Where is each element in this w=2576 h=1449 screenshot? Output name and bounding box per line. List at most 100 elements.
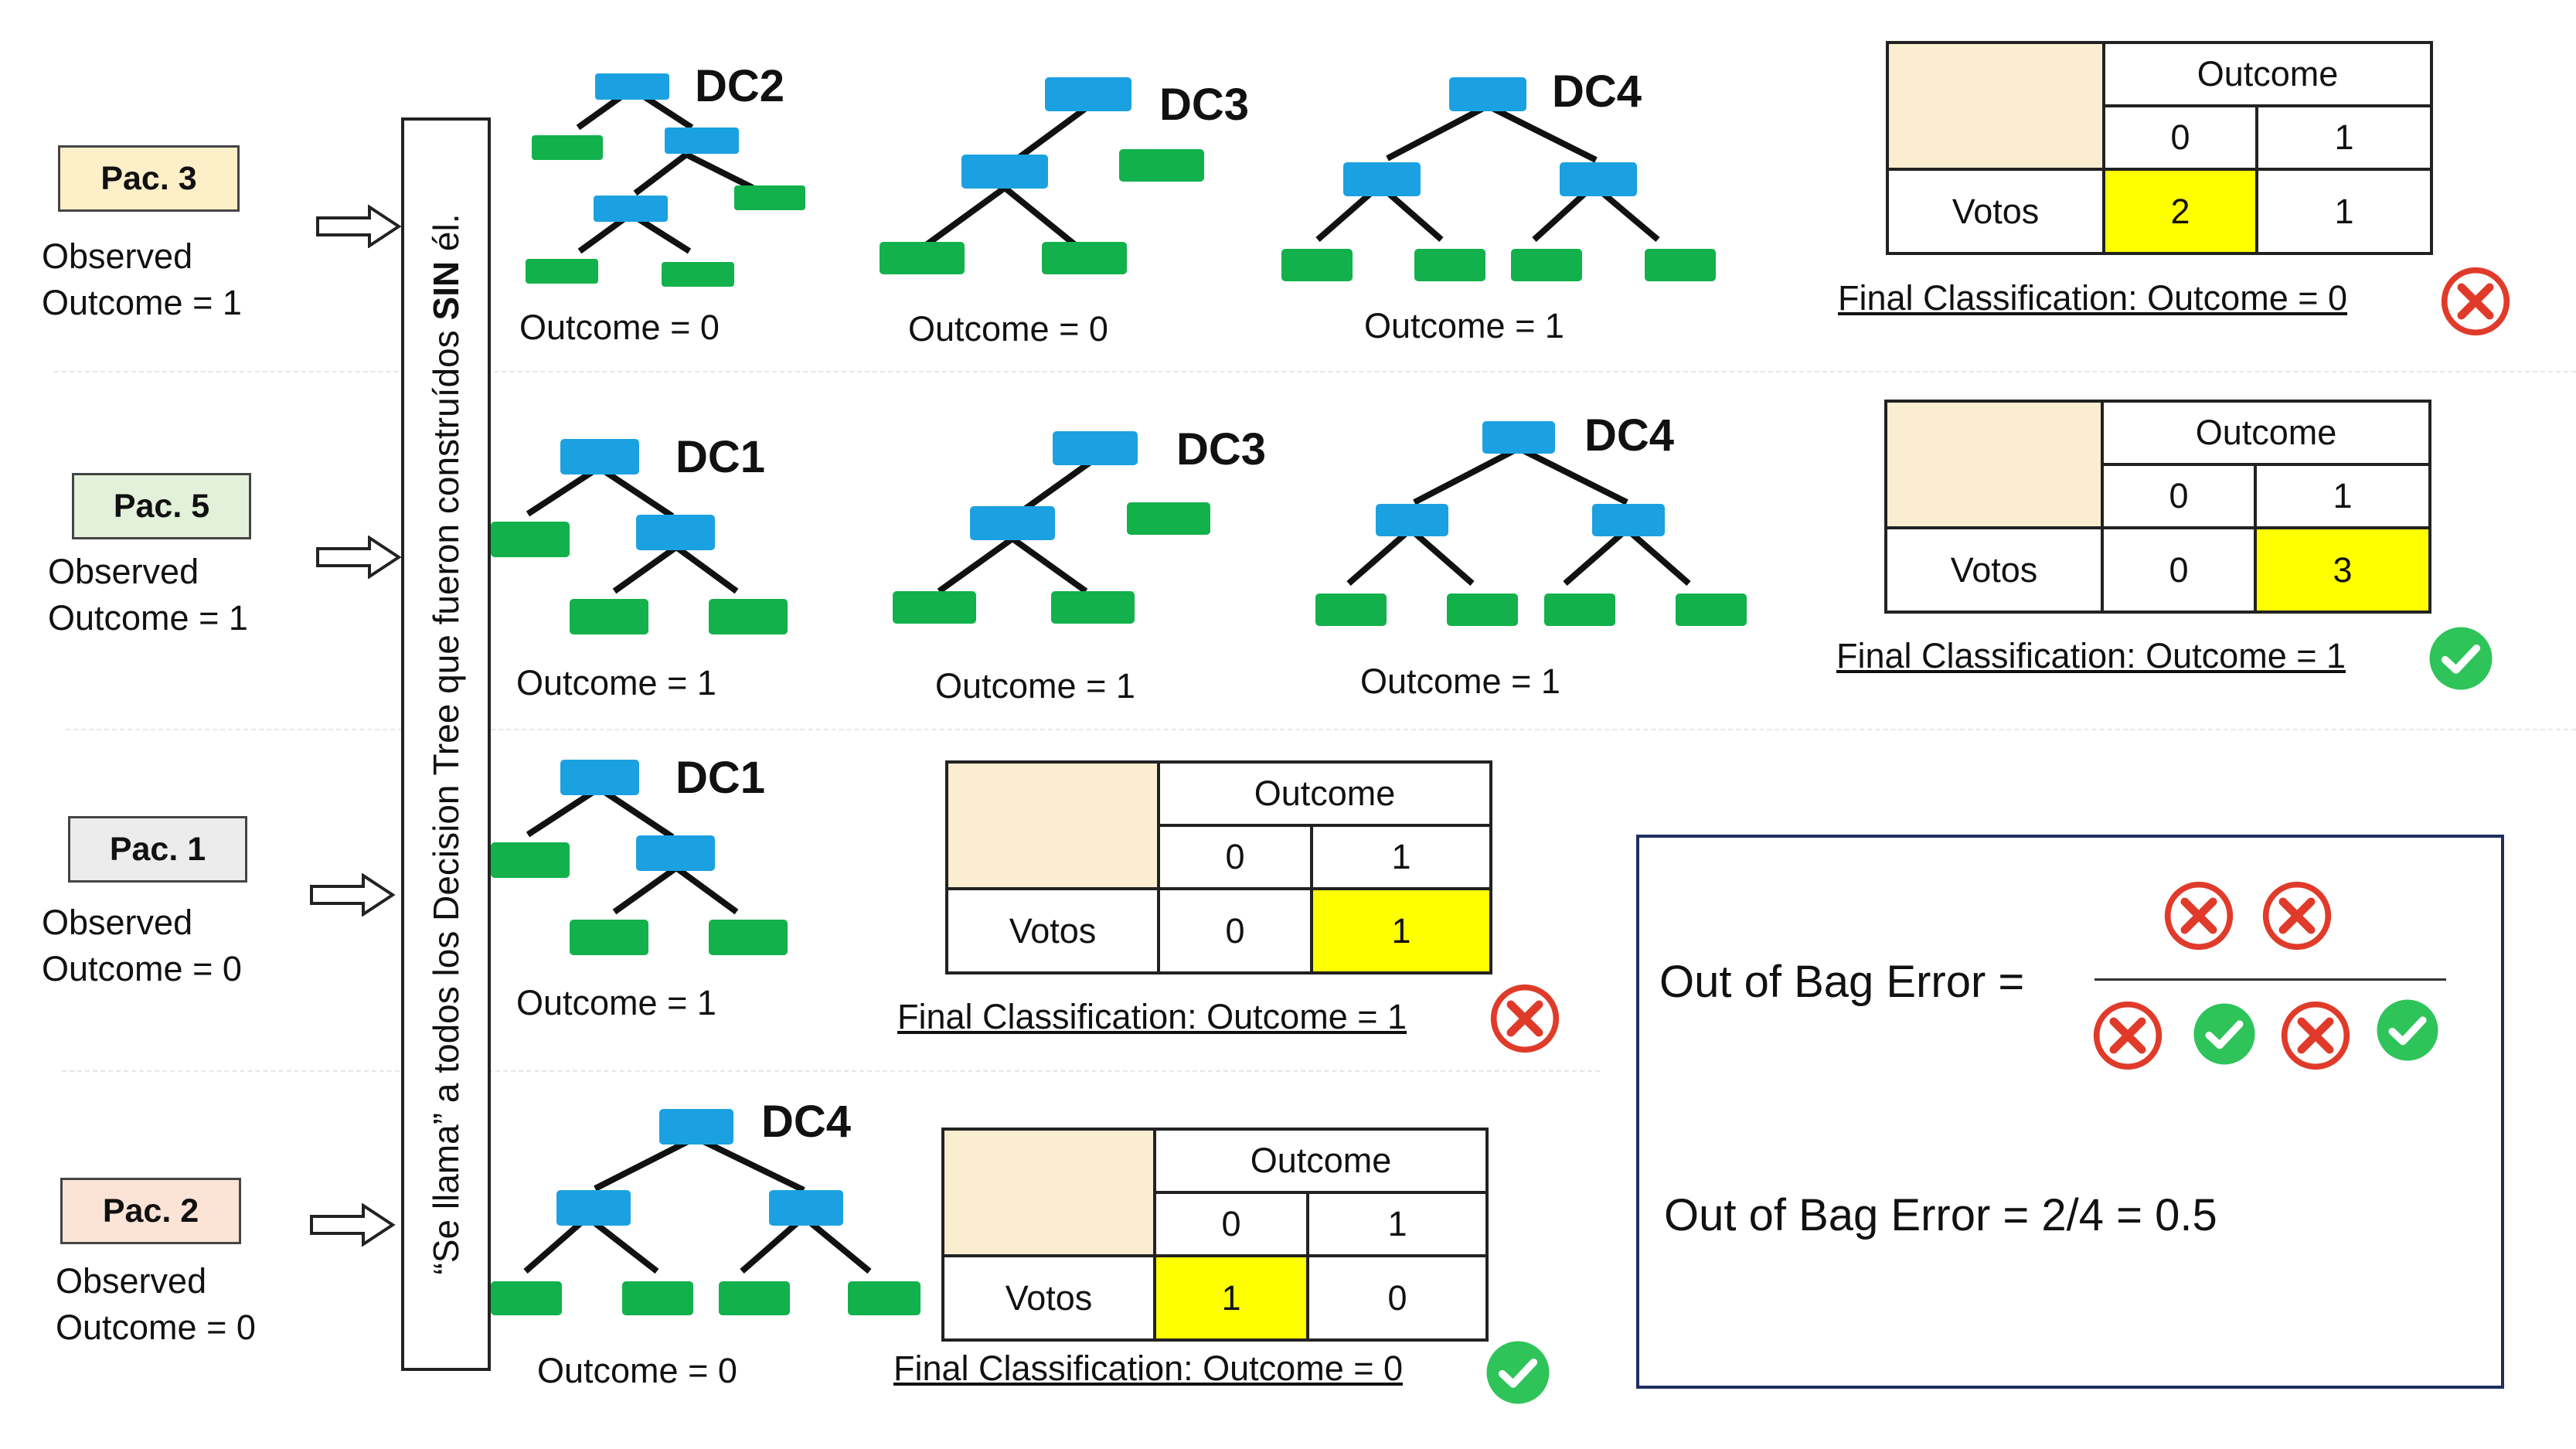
row-separator <box>66 729 2576 730</box>
decision-tree <box>880 77 1204 274</box>
right-arrow-icon <box>316 536 402 579</box>
tree-name: DC3 <box>1176 424 1267 474</box>
table-row-label: Votos <box>941 1254 1156 1342</box>
tree-leaf-green <box>491 1281 920 1315</box>
vote-count: 1 <box>1153 1254 1309 1342</box>
tree-leaf-green <box>491 522 788 634</box>
check-icon <box>2429 627 2493 690</box>
oob-error-box <box>1636 835 2504 1389</box>
table-header: Outcome <box>1153 1128 1489 1194</box>
tree-name: DC4 <box>1584 410 1675 461</box>
decision-tree <box>491 1109 920 1315</box>
table-col-label: 0 <box>1153 1191 1309 1257</box>
final-classification: Final Classification: Outcome = 0 <box>1838 278 2348 318</box>
tree-node-blue <box>1376 421 1665 536</box>
cross-icon <box>2093 1001 2163 1070</box>
tree-leaf-green <box>526 135 805 287</box>
tree-outcome: Outcome = 0 <box>519 308 720 347</box>
tree-name: DC4 <box>761 1097 852 1147</box>
vote-count: 2 <box>2102 168 2258 255</box>
patient-label-pac3: Pac. 3 <box>58 145 240 212</box>
tree-leaf-green <box>1281 249 1716 281</box>
right-arrow-icon <box>316 205 402 248</box>
table-col-label: 1 <box>1306 1191 1489 1257</box>
observed-outcome: Observed Outcome = 1 <box>48 552 248 638</box>
cross-icon <box>2281 1001 2350 1070</box>
vote-count: 3 <box>2254 526 2431 614</box>
decision-tree <box>526 73 805 287</box>
observed-outcome: Observed Outcome = 0 <box>42 903 242 988</box>
tree-name: DC4 <box>1552 66 1642 117</box>
cross-icon <box>2164 881 2234 951</box>
decision-tree <box>491 760 788 955</box>
table-row-label: Votos <box>945 887 1160 975</box>
check-icon <box>2377 999 2438 1061</box>
table-col-label: 1 <box>2254 463 2431 529</box>
decision-tree <box>1315 421 1747 626</box>
table-header: Outcome <box>2102 41 2433 107</box>
row-separator <box>62 1070 1600 1072</box>
row-separator <box>54 371 2576 372</box>
tree-node-blue <box>1343 77 1637 196</box>
vote-count: 0 <box>1306 1254 1489 1342</box>
observed-outcome: Observed Outcome = 0 <box>56 1261 256 1347</box>
table-col-label: 1 <box>2255 104 2433 171</box>
tree-outcome: Outcome = 0 <box>908 309 1108 349</box>
tree-leaf-green <box>491 842 788 955</box>
table-col-label: 0 <box>1157 824 1313 890</box>
tree-outcome: Outcome = 1 <box>516 663 716 702</box>
vote-count: 0 <box>2101 526 2257 614</box>
check-icon <box>1486 1341 1550 1404</box>
tree-outcome: Outcome = 1 <box>1364 306 1564 345</box>
cross-icon <box>2441 267 2510 336</box>
tree-node-blue <box>560 439 715 550</box>
tree-outcome: Outcome = 1 <box>1360 662 1560 701</box>
vote-count: 1 <box>2255 168 2433 255</box>
decision-tree <box>491 439 788 634</box>
table-corner <box>941 1128 1156 1257</box>
decision-tree <box>1281 77 1716 281</box>
final-classification: Final Classification: Outcome = 1 <box>897 997 1407 1036</box>
tree-name: DC1 <box>675 432 766 482</box>
table-col-label: 0 <box>2101 463 2257 529</box>
tree-leaf-green <box>880 149 1204 274</box>
oob-error-result: Out of Bag Error = 2/4 = 0.5 <box>1664 1190 2217 1240</box>
table-col-label: 0 <box>2102 104 2258 171</box>
tree-node-blue <box>970 431 1138 540</box>
tree-leaf-green <box>893 502 1210 624</box>
cross-icon <box>2262 881 2332 951</box>
oob-note-text: “Se llama” a todos los Decision Tree que… <box>426 213 466 1275</box>
final-classification: Final Classification: Outcome = 0 <box>893 1349 1404 1388</box>
patient-label-pac5: Pac. 5 <box>72 473 251 539</box>
table-corner <box>945 760 1160 890</box>
tree-outcome: Outcome = 1 <box>935 666 1135 706</box>
patient-label-pac1: Pac. 1 <box>68 816 247 883</box>
table-header: Outcome <box>2101 400 2431 466</box>
oob-error-label: Out of Bag Error = <box>1659 957 2025 1007</box>
right-arrow-icon <box>310 873 396 917</box>
oob-note-box <box>401 117 491 1371</box>
table-row-label: Votos <box>1886 168 2105 255</box>
fraction-bar <box>2094 978 2446 981</box>
tree-name: DC2 <box>695 61 785 111</box>
right-arrow-icon <box>310 1203 396 1247</box>
vote-count: 1 <box>1310 887 1492 975</box>
vote-count: 0 <box>1157 887 1313 975</box>
table-header: Outcome <box>1157 760 1492 827</box>
final-classification: Final Classification: Outcome = 1 <box>1836 636 2346 675</box>
table-corner <box>1886 41 2105 171</box>
tree-outcome: Outcome = 0 <box>537 1351 737 1390</box>
tree-node-blue <box>961 77 1131 189</box>
tree-name: DC3 <box>1159 80 1250 130</box>
table-col-label: 1 <box>1310 824 1492 890</box>
patient-label-pac2: Pac. 2 <box>60 1178 241 1244</box>
tree-leaf-green <box>1315 594 1747 626</box>
tree-node-blue <box>556 1109 843 1226</box>
check-icon <box>2193 1003 2255 1065</box>
tree-node-blue <box>594 73 739 222</box>
table-corner <box>1884 400 2104 529</box>
